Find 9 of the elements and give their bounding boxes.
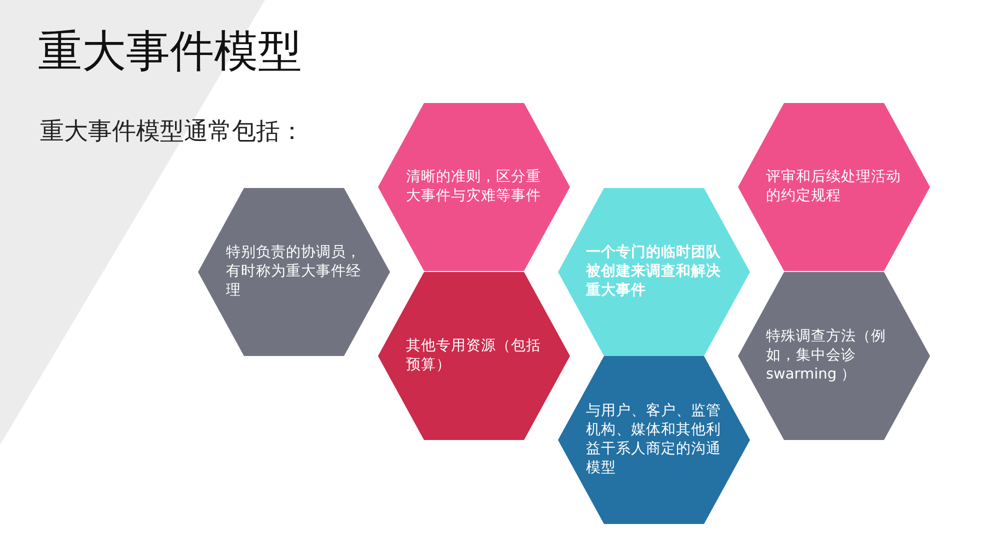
tile-text: 评审和后续处理活动的约定规程 [766, 168, 902, 206]
slide-title: 重大事件模型 [38, 25, 302, 79]
tile-text: 与用户、客户、监管机构、媒体和其他利益干系人商定的沟通模型 [586, 402, 722, 478]
tile-text: 一个专门的临时团队被创建来调查和解决重大事件 [586, 244, 722, 300]
tile-text: 其他专用资源（包括预算） [406, 337, 542, 375]
subtitle: 重大事件模型通常包括： [40, 116, 304, 147]
tile-text: 特殊调查方法（例如，集中会诊swarming ） [766, 328, 887, 384]
tile-text: 清晰的准则，区分重大事件与灾难等事件 [406, 168, 542, 206]
tile-text: 特别负责的协调员，有时称为重大事件经理 [226, 244, 362, 300]
